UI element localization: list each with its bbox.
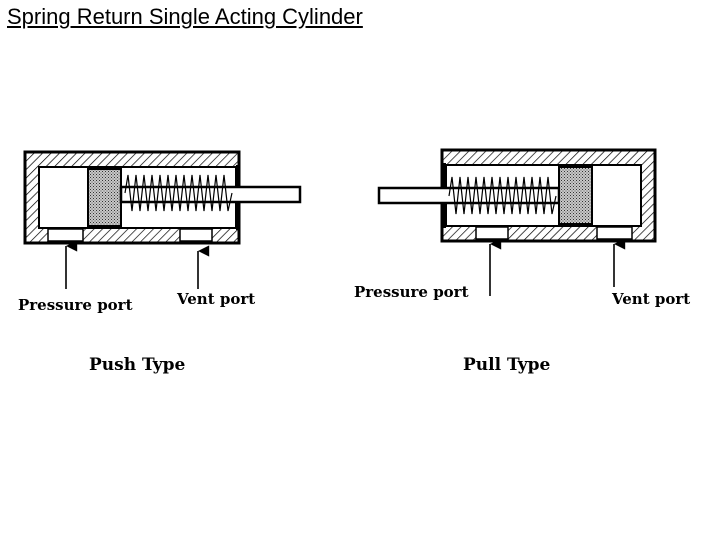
push-type-cylinder [23, 150, 302, 289]
vent-port-opening [179, 228, 213, 242]
pull-vent-port-label: Vent port [612, 290, 691, 308]
push-vent-port-label: Vent port [177, 290, 256, 308]
pull-type-cylinder [377, 148, 657, 296]
piston [87, 168, 122, 227]
pressure-port-opening [47, 228, 84, 242]
return-spring [124, 174, 233, 212]
pull-pressure-port-label: Pressure port [354, 283, 469, 301]
return-spring [448, 176, 557, 215]
pull-type-label: Pull Type [463, 355, 551, 375]
page-title: Spring Return Single Acting Cylinder [7, 4, 363, 29]
piston [558, 166, 593, 225]
push-pressure-port-label: Pressure port [18, 296, 133, 314]
pressure-port-opening [475, 226, 509, 240]
vent-port-opening [596, 226, 633, 240]
push-type-label: Push Type [89, 355, 186, 375]
